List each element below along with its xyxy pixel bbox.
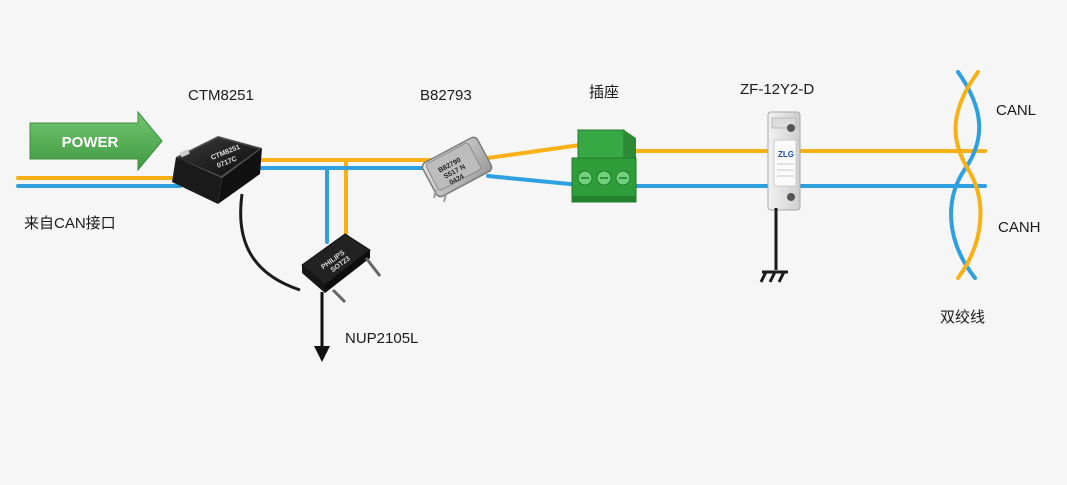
ctm8251-ground-wire — [239, 193, 301, 292]
zf12y2d-protector: ZLG — [759, 111, 801, 283]
ctm8251-module: CTM8251 0717C — [172, 136, 301, 292]
power-arrow: POWER — [29, 110, 163, 172]
terminal-socket — [571, 129, 637, 203]
twisted-pair-canh-strand — [949, 70, 982, 280]
twisted-pair-canl-strand — [953, 70, 983, 280]
b82793-choke: B82790 S517 N 0424 — [421, 136, 493, 203]
socket-label: 插座 — [589, 84, 620, 101]
twisted-pair — [949, 70, 983, 280]
zf12y2d-brand: ZLG — [778, 150, 794, 159]
down-arrow-icon — [314, 346, 330, 362]
canl-wire — [16, 143, 987, 238]
nup2105l-label: NUP2105L — [345, 330, 419, 347]
source-label: 来自CAN接口 — [24, 215, 116, 232]
ground-symbol — [759, 208, 788, 283]
canl-wire-choke-to-socket — [486, 143, 582, 160]
twisted-pair-label: 双绞线 — [940, 309, 986, 326]
canh-label: CANH — [998, 219, 1041, 236]
canl-label: CANL — [996, 102, 1037, 119]
canh-wire-choke-to-socket — [486, 174, 582, 187]
b82793-label: B82793 — [420, 87, 472, 104]
power-label: POWER — [62, 134, 119, 151]
ctm8251-label: CTM8251 — [188, 87, 254, 104]
zf12y2d-label: ZF-12Y2-D — [740, 81, 815, 98]
nup2105l-tvs: PHILIPS SOT23 — [301, 233, 382, 362]
